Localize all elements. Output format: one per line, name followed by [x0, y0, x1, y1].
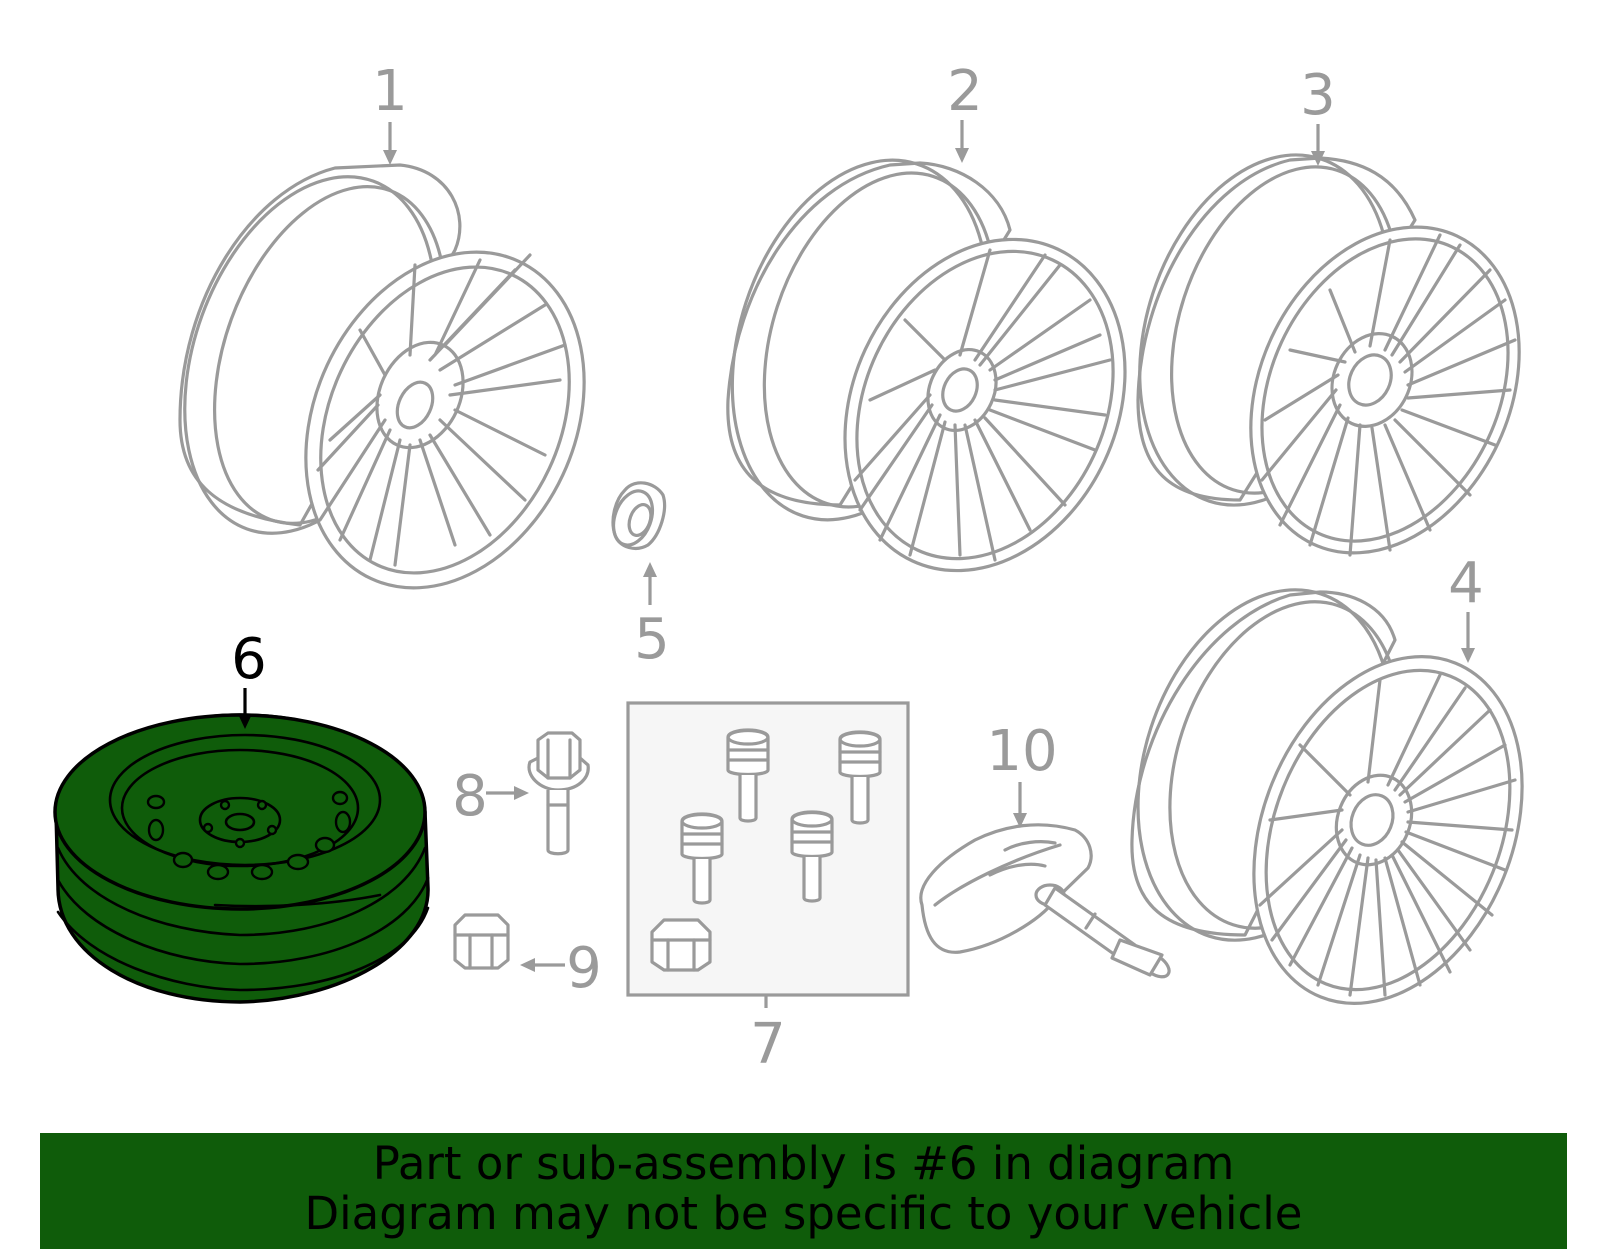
banner-line-2: Diagram may not be specific to your vehi…	[304, 1187, 1303, 1240]
lock-bolt-a	[726, 728, 770, 823]
cap-part-9[interactable]	[453, 913, 510, 970]
callout-5: 5	[634, 607, 670, 672]
arrow-9	[520, 958, 565, 972]
arrow-2	[955, 120, 969, 163]
lock-bolt-b	[838, 730, 882, 825]
wheel-part-3[interactable]	[1097, 122, 1570, 597]
callout-3: 3	[1300, 63, 1336, 128]
wheel-part-1[interactable]	[139, 142, 637, 634]
callout-8: 8	[452, 764, 488, 829]
lock-key-socket	[650, 918, 712, 972]
callout-1: 1	[372, 59, 408, 124]
callout-4: 4	[1448, 551, 1484, 616]
arrow-4	[1461, 612, 1475, 663]
bolt-part-8[interactable]	[527, 731, 590, 856]
parts-diagram: 1 2 3 4 5 6 7 8 9 10	[53, 59, 1571, 1077]
arrow-1	[383, 122, 397, 165]
wheel-part-2[interactable]	[689, 127, 1178, 617]
spacer-part-5[interactable]	[607, 481, 667, 551]
lock-bolt-d	[790, 810, 834, 903]
lock-kit-part-7[interactable]	[626, 701, 910, 997]
callout-6: 6	[231, 627, 267, 692]
arrow-8	[486, 786, 529, 800]
arrow-3	[1311, 124, 1325, 166]
part-info-banner: Part or sub-assembly is #6 in diagram Di…	[40, 1133, 1567, 1249]
callout-9: 9	[566, 936, 602, 1001]
lock-bolt-c	[680, 812, 724, 905]
callout-7: 7	[750, 1012, 786, 1077]
arrow-6	[238, 688, 252, 729]
spare-tire-part-6[interactable]	[53, 713, 430, 1004]
wheel-part-4[interactable]	[1095, 557, 1571, 1044]
callout-2: 2	[947, 59, 983, 124]
arrow-10	[1013, 782, 1027, 828]
banner-line-1: Part or sub-assembly is #6 in diagram	[372, 1137, 1235, 1190]
arrow-5	[643, 562, 657, 605]
callout-10: 10	[986, 719, 1057, 784]
tpms-sensor-part-10[interactable]	[919, 823, 1173, 982]
